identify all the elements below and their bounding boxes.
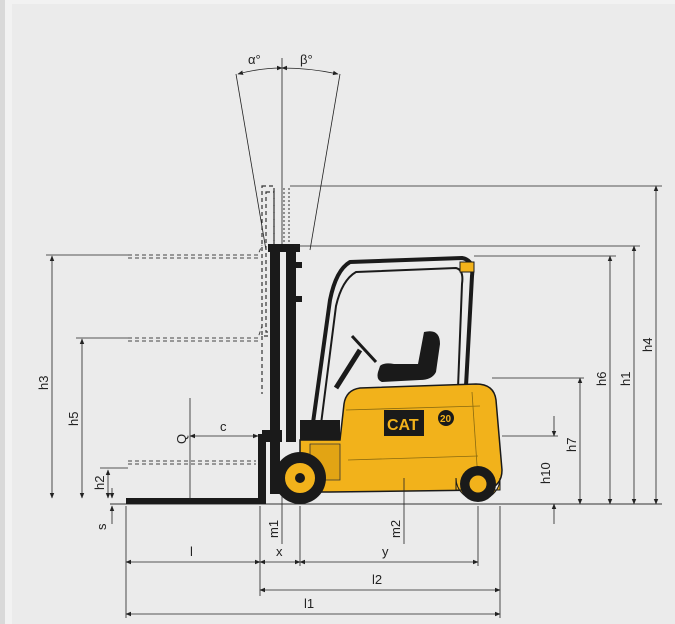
- guard-roof-tip: [459, 261, 475, 273]
- l2-label: l2: [372, 572, 382, 587]
- h2-label: h2: [92, 476, 107, 490]
- m1-label: m1: [266, 520, 281, 538]
- x-label: x: [276, 544, 283, 559]
- left-dimension-lines: [46, 254, 259, 524]
- bottom-dimension-lines: [125, 478, 501, 618]
- h4-label: h4: [640, 338, 655, 352]
- s-label: s: [94, 523, 109, 530]
- h10-label: h10: [538, 462, 553, 484]
- right-dimension-lines: [290, 185, 662, 524]
- lowered-fork: [126, 440, 266, 504]
- Q-label: Q: [174, 434, 189, 444]
- mast-chain: [283, 188, 290, 246]
- driver-seat: [377, 331, 440, 382]
- left-border: [0, 0, 5, 624]
- h1-label: h1: [618, 372, 633, 386]
- steering-column: [333, 334, 378, 390]
- raised-forks: [128, 244, 263, 465]
- rear-wheel: [455, 466, 501, 502]
- c-label: c: [220, 419, 227, 434]
- alpha-label: α°: [248, 52, 261, 67]
- cat-logo: CAT 20: [384, 410, 454, 446]
- tilt-angle-lines: [235, 58, 341, 251]
- y-label: y: [382, 544, 389, 559]
- cat-logo-text: CAT: [387, 417, 419, 434]
- m2-label: m2: [388, 520, 403, 538]
- beta-label: β°: [300, 52, 313, 67]
- model-badge: 20: [440, 414, 452, 425]
- h3-label: h3: [36, 376, 51, 390]
- h6-label: h6: [594, 372, 609, 386]
- h7-label: h7: [564, 438, 579, 452]
- h5-label: h5: [66, 412, 81, 426]
- diagram-panel: [12, 4, 675, 624]
- front-wheel: [274, 452, 326, 504]
- l1-label: l1: [304, 596, 314, 611]
- l-label: l: [190, 544, 193, 559]
